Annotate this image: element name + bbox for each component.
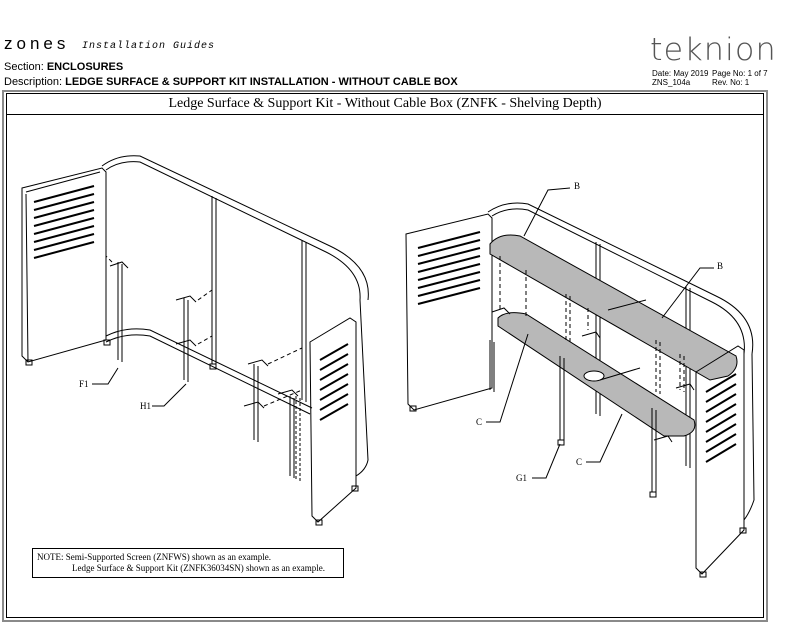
callout-b-top: B	[574, 181, 581, 191]
note-box: NOTE: Semi-Supported Screen (ZNFWS) show…	[32, 548, 344, 578]
guide-subtitle: Installation Guides	[82, 41, 216, 52]
description-line: Description: LEDGE SURFACE & SUPPORT KIT…	[4, 76, 458, 88]
section-value: ENCLOSURES	[46, 61, 124, 73]
description-value: LEDGE SURFACE & SUPPORT KIT INSTALLATION…	[65, 76, 458, 88]
drawing-frame-inner	[6, 93, 764, 618]
callout-h1: H1	[140, 401, 151, 411]
note-line-2: Ledge Surface & Support Kit (ZNFK36034SN…	[72, 563, 325, 573]
doc-date: Date: May 2019	[652, 69, 709, 78]
doc-revision: Rev. No: 1	[712, 78, 750, 87]
section-line: Section: ENCLOSURES	[4, 61, 123, 73]
left-enclosure	[21, 155, 369, 526]
callout-c-right: C	[576, 457, 583, 467]
doc-page: Page No: 1 of 7	[712, 69, 768, 78]
brand-name: zones	[4, 34, 70, 53]
doc-code: ZNS_104a	[652, 78, 691, 87]
callout-f1: F1	[79, 379, 89, 389]
section-label: Section:	[4, 61, 44, 73]
callout-c-left: C	[476, 417, 483, 427]
description-label: Description:	[4, 76, 63, 88]
callout-b-right: B	[717, 261, 724, 271]
teknion-logo: teknion	[650, 32, 777, 68]
note-line-1: NOTE: Semi-Supported Screen (ZNFWS) show…	[37, 552, 271, 562]
callout-g1: G1	[516, 473, 527, 483]
right-enclosure	[405, 187, 755, 578]
drawing-title: Ledge Surface & Support Kit - Without Ca…	[6, 93, 764, 115]
drawing-frame-outer	[2, 90, 768, 622]
left-support-brackets	[109, 261, 301, 482]
